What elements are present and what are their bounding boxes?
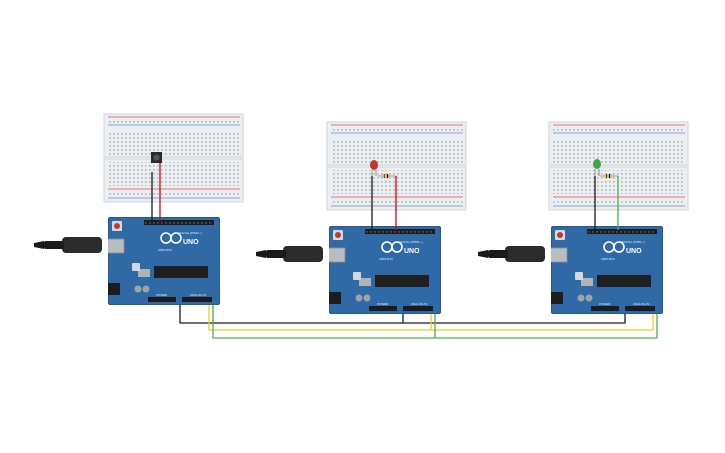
digital-label-1: DIGITAL (PWM ~): [178, 231, 202, 235]
usb-cable-2: [256, 246, 323, 262]
wire-ground-bus[interactable]: [179, 305, 404, 324]
sub-label-3: ARDUINO: [601, 257, 616, 261]
brand-label-1: UNO: [183, 239, 199, 246]
breadboard-1[interactable]: [103, 113, 244, 203]
sub-label-1: ARDUINO: [158, 248, 173, 252]
breadboard-2[interactable]: [326, 121, 467, 211]
analog-label-2: ANALOG IN: [411, 302, 427, 306]
digital-label-2: DIGITAL (PWM ~): [399, 240, 423, 244]
digital-label-3: DIGITAL (PWM ~): [621, 240, 645, 244]
wire-yellow-bus-2[interactable]: [431, 314, 654, 331]
brand-label-3: UNO: [626, 248, 642, 255]
arduino-3[interactable]: UNO ARDUINO DIGITAL (PWM ~) ANALOG IN PO…: [478, 226, 663, 314]
power-label-3: POWER: [599, 302, 611, 306]
green-led[interactable]: [593, 159, 601, 176]
wire-green-bus[interactable]: [212, 305, 436, 339]
wire-ground-bus-2[interactable]: [403, 314, 626, 324]
resistor-2[interactable]: [600, 174, 618, 178]
arduino-1[interactable]: UNO ARDUINO DIGITAL (PWM ~) ANALOG IN PO…: [34, 217, 220, 305]
wire-yellow-bus[interactable]: [208, 305, 432, 331]
resistor-1[interactable]: [378, 174, 396, 178]
usb-cable-3: [478, 246, 545, 262]
analog-label-1: ANALOG IN: [190, 293, 206, 297]
wire-green-bus-2[interactable]: [435, 314, 658, 339]
analog-label-3: ANALOG IN: [633, 302, 649, 306]
pushbutton[interactable]: [151, 152, 162, 163]
sub-label-2: ARDUINO: [379, 257, 394, 261]
usb-cable-1: [34, 237, 102, 253]
power-label-2: POWER: [377, 302, 389, 306]
brand-label-2: UNO: [404, 248, 420, 255]
wires: [151, 163, 658, 339]
red-led[interactable]: [370, 160, 378, 176]
arduino-2[interactable]: UNO ARDUINO DIGITAL (PWM ~) ANALOG IN PO…: [256, 226, 441, 314]
power-label-1: POWER: [156, 293, 168, 297]
